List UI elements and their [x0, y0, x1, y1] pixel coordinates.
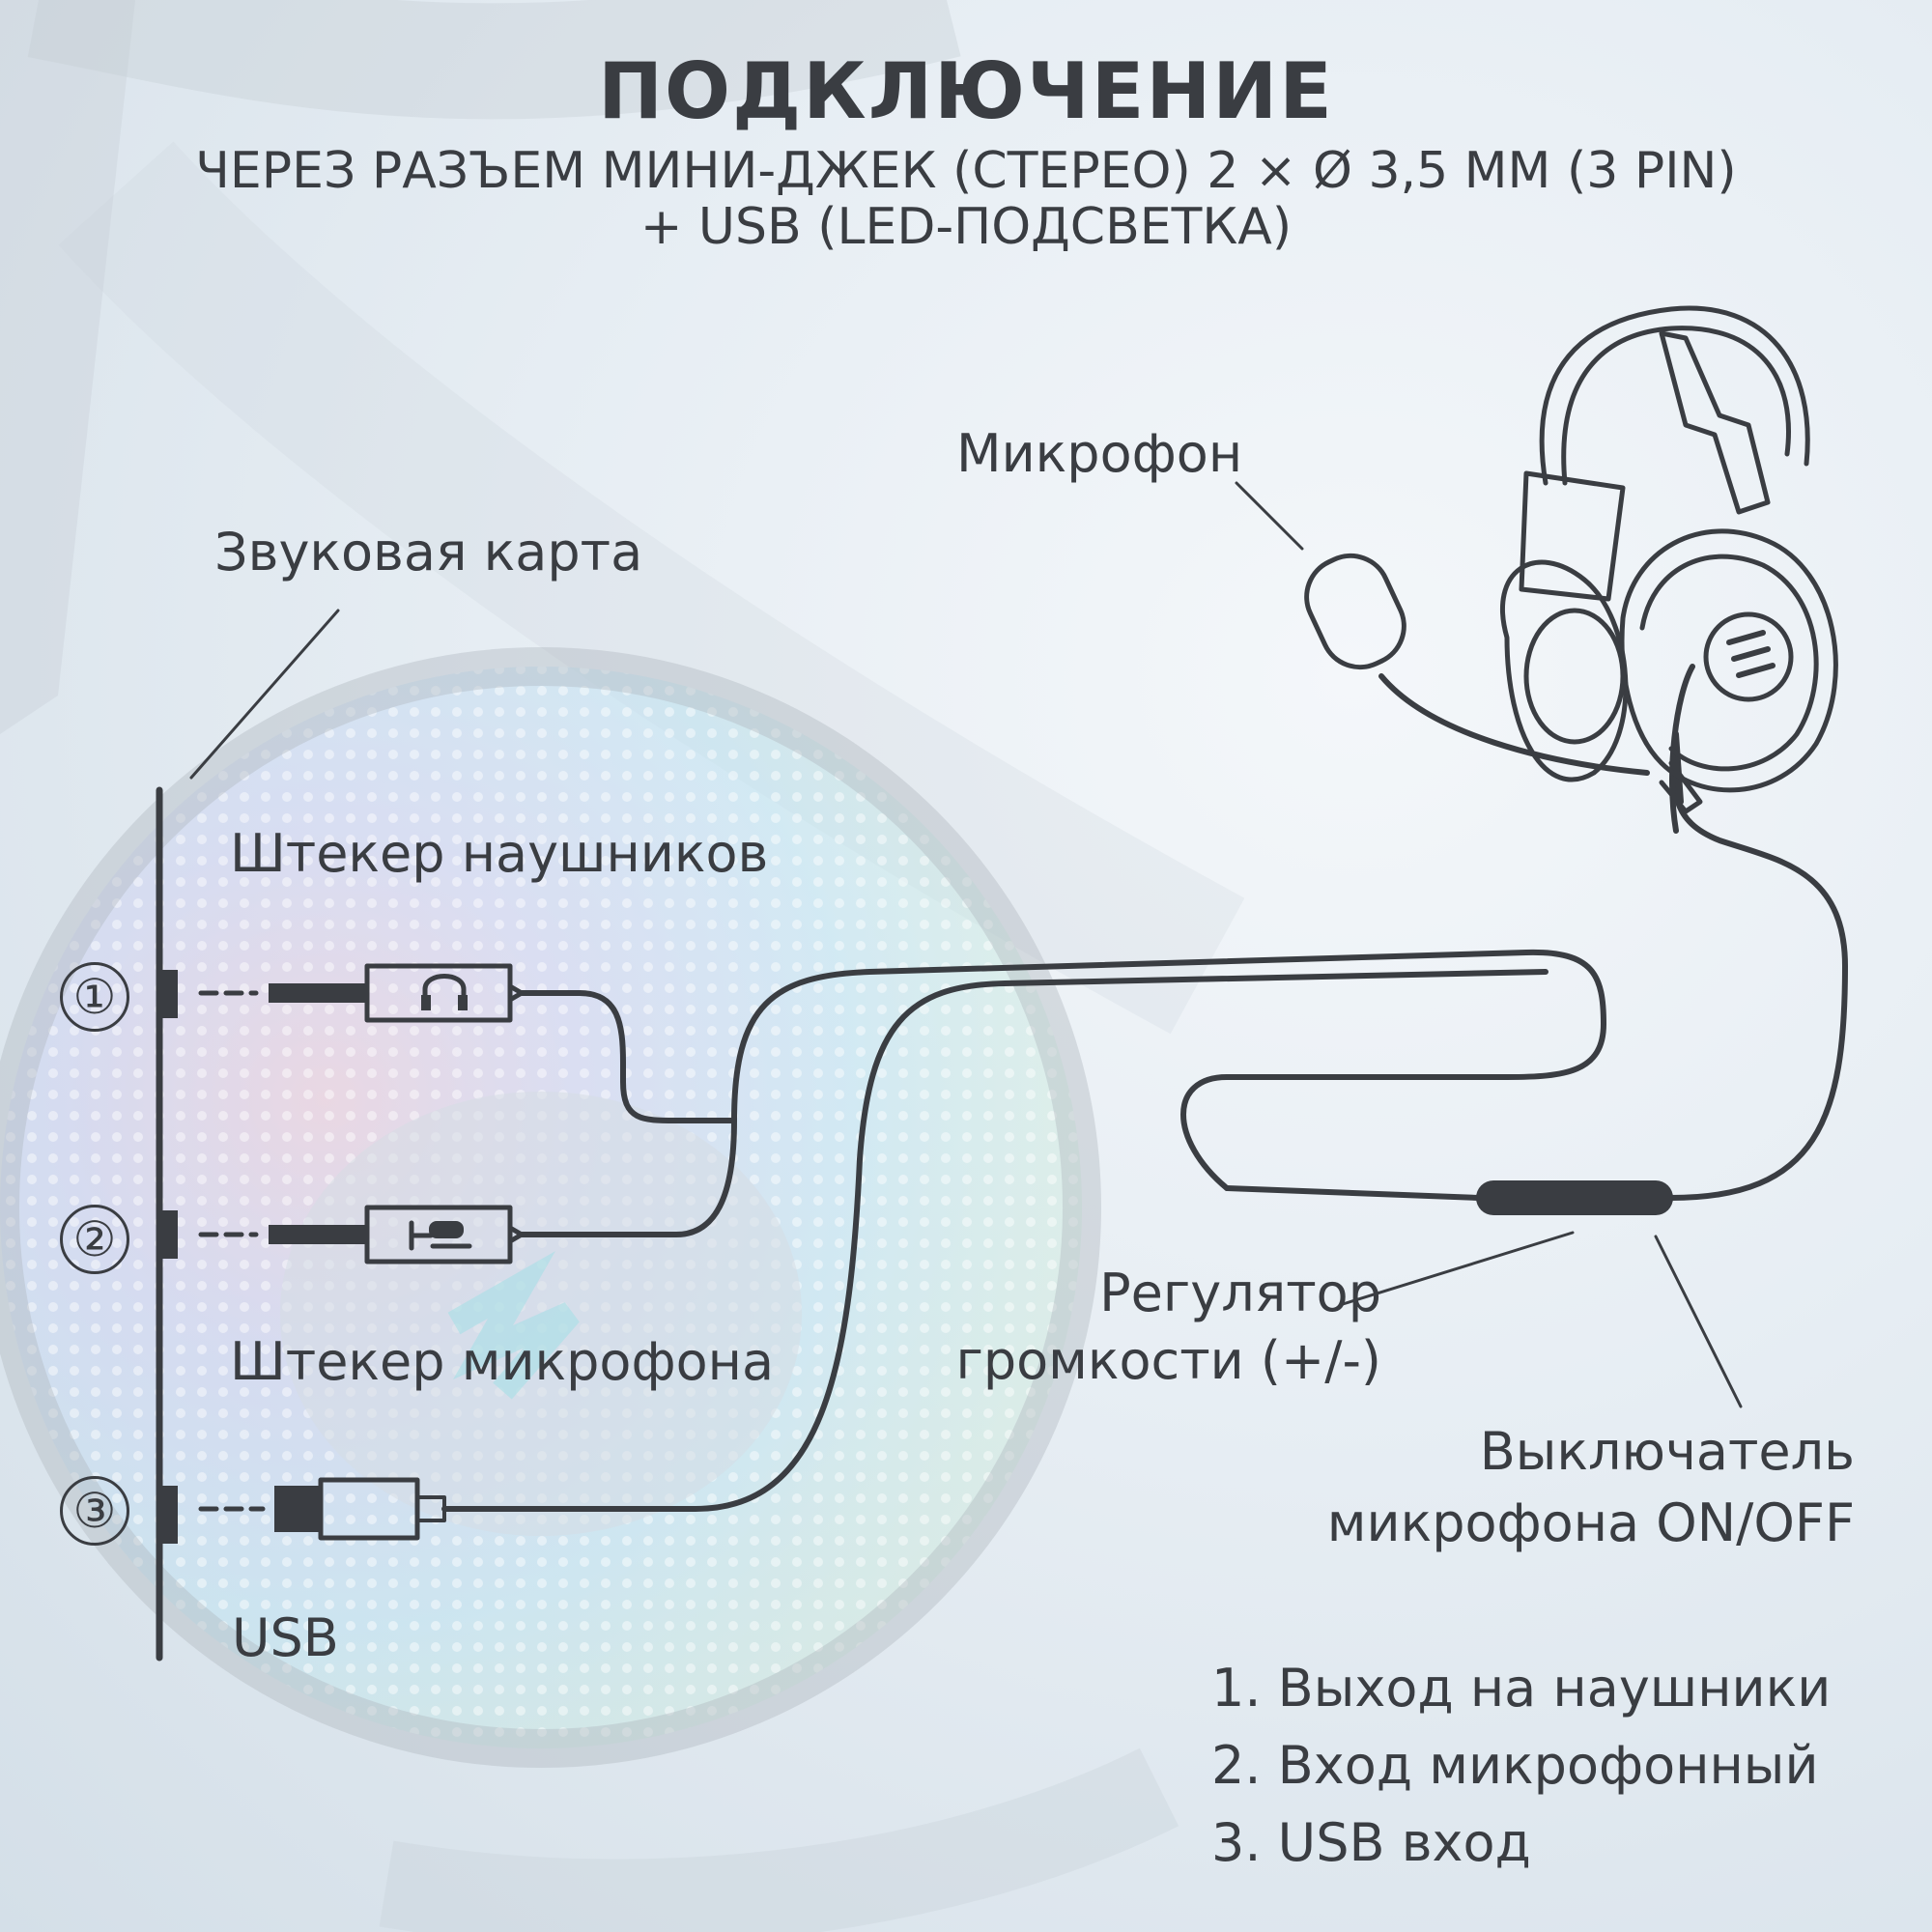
- volume-line-2: громкости (+/-): [955, 1330, 1381, 1391]
- mic-leader-line: [1235, 481, 1304, 551]
- label-sound-card: Звуковая карта: [214, 522, 643, 582]
- main-cable: [1224, 731, 1848, 1201]
- microphone-plug: [269, 1205, 525, 1264]
- legend-item-3: 3. USB вход: [1211, 1812, 1531, 1873]
- mic-switch-line-2: микрофона ON/OFF: [1326, 1492, 1855, 1553]
- label-mic-plug: Штекер микрофона: [230, 1331, 775, 1392]
- mic-capsule: [1304, 553, 1406, 670]
- inline-volume-control: [1476, 1180, 1673, 1215]
- legend-item-1: 1. Выход на наушники: [1211, 1658, 1832, 1719]
- port-3-socket: [160, 1486, 178, 1544]
- label-mic-switch: Выключатель микрофона ON/OFF: [1275, 1416, 1855, 1559]
- legend-item-2: 2. Вход микрофонный: [1211, 1735, 1819, 1796]
- headphone-cable: [519, 990, 737, 1123]
- usb-cable: [441, 969, 1548, 1512]
- port-number-2: ②: [60, 1205, 129, 1274]
- subtitle-line-2: + USB (LED-ПОДСВЕТКА): [639, 198, 1293, 256]
- mic-cable: [519, 949, 1606, 1237]
- volume-leader-line: [1341, 1231, 1575, 1306]
- microphone-icon: [409, 1220, 472, 1251]
- label-volume-control: Регулятор громкости (+/-): [947, 1260, 1381, 1395]
- main-cable-upper: [1669, 664, 1695, 834]
- subtitle-line-1: ЧЕРЕЗ РАЗЪЕМ МИНИ-ДЖЕК (СТЕРЕО) 2 × Ø 3,…: [195, 142, 1737, 200]
- sound-card-leader-line: [189, 609, 340, 780]
- port-legend: 1. Выход на наушники 2. Вход микрофонный…: [1211, 1650, 1831, 1882]
- volume-line-1: Регулятор: [1099, 1263, 1381, 1323]
- port-2-socket: [160, 1210, 178, 1259]
- port-1-socket: [160, 970, 178, 1018]
- label-usb: USB: [232, 1607, 339, 1668]
- label-microphone: Микрофон: [956, 423, 1243, 484]
- port-number-3: ③: [60, 1476, 129, 1546]
- label-headphone-plug: Штекер наушников: [230, 823, 769, 884]
- usb-plug: [274, 1477, 446, 1541]
- switch-leader-line: [1654, 1235, 1743, 1408]
- headphone-plug: [269, 963, 525, 1023]
- mic-boom: [1378, 673, 1650, 776]
- port-number-1: ①: [60, 962, 129, 1032]
- page-title: ПОДКЛЮЧЕНИЕ: [598, 46, 1334, 136]
- mic-switch-line-1: Выключатель: [1479, 1421, 1855, 1482]
- headphones-icon: [421, 974, 468, 1010]
- headset-icon: [1304, 305, 1838, 814]
- page-subtitle: ЧЕРЕЗ РАЗЪЕМ МИНИ-ДЖЕК (СТЕРЕО) 2 × Ø 3,…: [0, 143, 1932, 255]
